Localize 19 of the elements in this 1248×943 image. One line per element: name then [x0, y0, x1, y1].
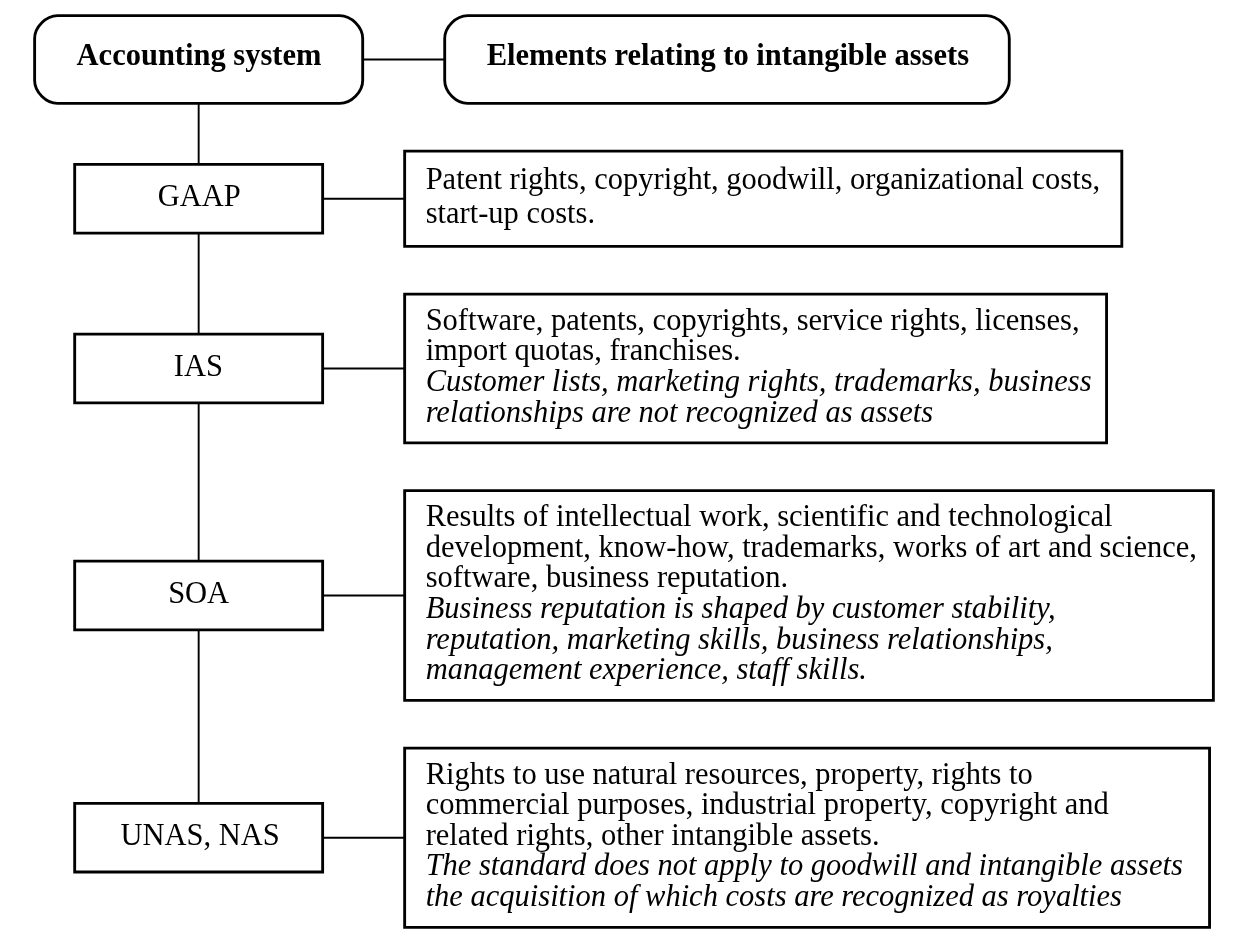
connector [322, 836, 406, 839]
node-box: UNAS, NAS [73, 801, 325, 874]
connector [362, 58, 446, 61]
connector [197, 102, 200, 166]
connector [197, 629, 200, 804]
node-box: GAAP [73, 163, 325, 235]
node-box: Rights to use natural resources, property, rights to commercial purposes, industrial property, copyright and related rights, other intangible assets. The standard does not apply to goodwill and intangible assets the acquisition of which costs are recognized as royalties [403, 746, 1211, 929]
node-box: Accounting system [33, 14, 365, 105]
node-box: Software, patents, copyrights, service rights, licenses, import quotas, franchises. Customer lists, marketing rights, trademarks, business relationships are not recognized as assets [403, 292, 1108, 445]
connector [321, 594, 406, 597]
connector [197, 232, 200, 335]
node-box: IAS [73, 332, 325, 405]
connector [197, 401, 200, 563]
node-box: Results of intellectual work, scientific and technological development, know-how, trademarks, works of art and science, software, business reputation. Business reputation is shaped by customer stability, reputation, marketing skills, business relationships, management experience, staff skills. [403, 489, 1215, 702]
node-box: SOA [73, 559, 325, 632]
node-box: Elements relating to intangible assets [443, 14, 1011, 105]
connector [322, 367, 406, 370]
connector [322, 197, 406, 200]
node-box: Patent rights, copyright, goodwill, organizational costs, start-up costs. [403, 149, 1124, 248]
